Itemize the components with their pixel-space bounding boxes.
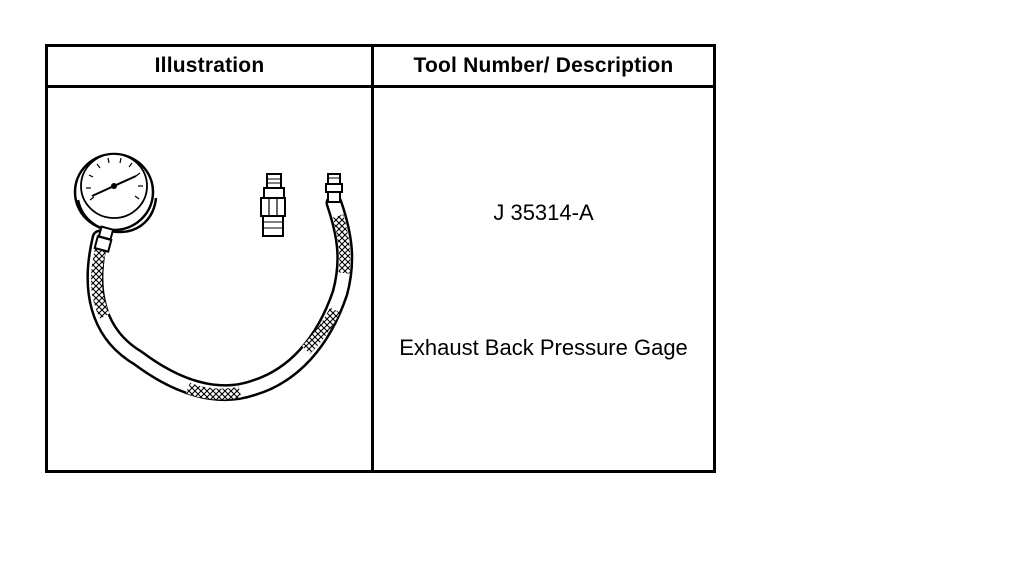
header-illustration: Illustration [48, 47, 374, 88]
pressure-gauge-icon [73, 152, 354, 402]
tool-number: J 35314-A [493, 200, 594, 225]
tool-description-cell: J 35314-A Exhaust Back Pressure Gage [374, 88, 713, 470]
illustration-cell [48, 88, 374, 470]
tool-table: Illustration Tool Number/ Description [45, 44, 716, 473]
header-tool-number-description: Tool Number/ Description [374, 47, 713, 88]
tool-description: Exhaust Back Pressure Gage [399, 335, 688, 360]
